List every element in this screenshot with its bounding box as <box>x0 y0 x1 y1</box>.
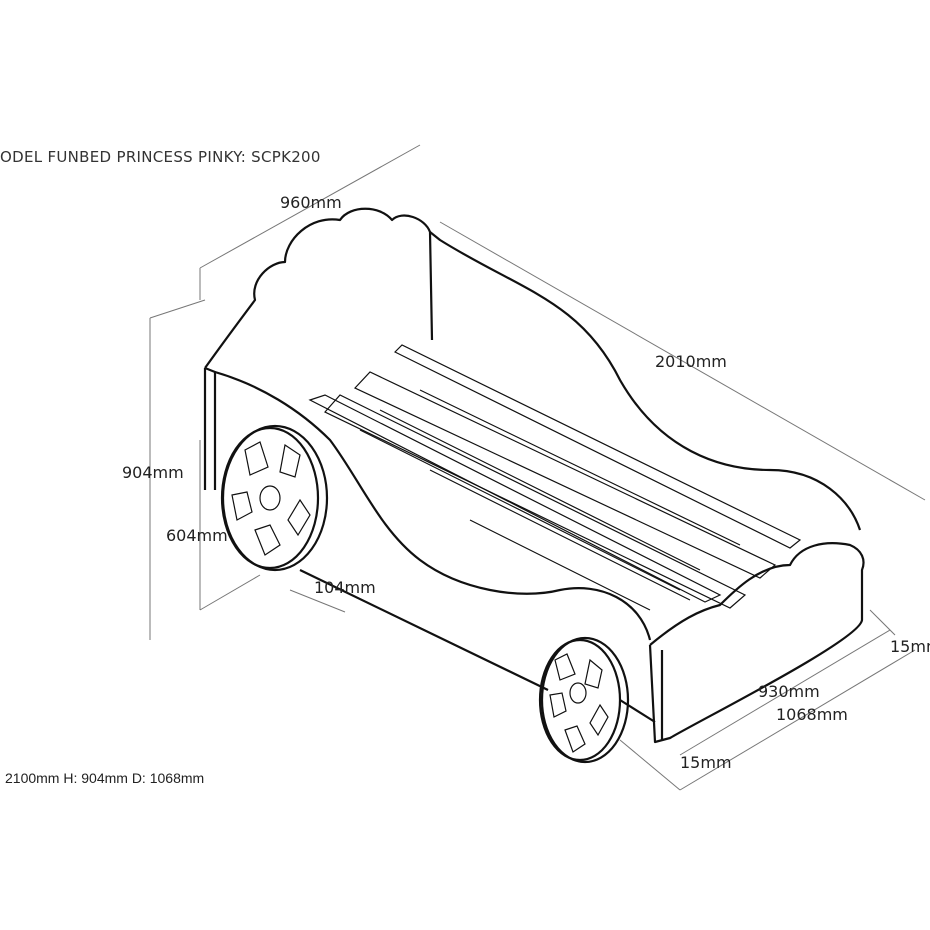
dimension-width-top: 960mm <box>280 193 342 212</box>
model-title: ODEL FUNBED PRINCESS PINKY: SCPK200 <box>0 148 321 166</box>
far-side-panel <box>429 231 862 531</box>
front-wheel <box>538 636 630 764</box>
dimension-thickness-bottom: 15mm <box>680 753 732 772</box>
dimension-wheel-offset: 104mm <box>314 578 376 597</box>
slats <box>308 344 802 611</box>
dimension-thickness-right: 15mm <box>890 637 930 656</box>
dimension-lines <box>149 144 926 791</box>
dimension-outer-width: 1068mm <box>776 705 848 724</box>
near-side-panel <box>214 370 652 641</box>
rear-wheel <box>220 424 329 572</box>
footboard <box>648 542 865 744</box>
overall-size-spec: 2100mm H: 904mm D: 1068mm <box>5 770 205 786</box>
dimension-height-side: 604mm <box>166 526 228 545</box>
dimension-height-total: 904mm <box>122 463 184 482</box>
dimension-inner-width: 930mm <box>758 682 820 701</box>
dimension-length: 2010mm <box>655 352 727 371</box>
near-side-bottom <box>299 569 656 723</box>
